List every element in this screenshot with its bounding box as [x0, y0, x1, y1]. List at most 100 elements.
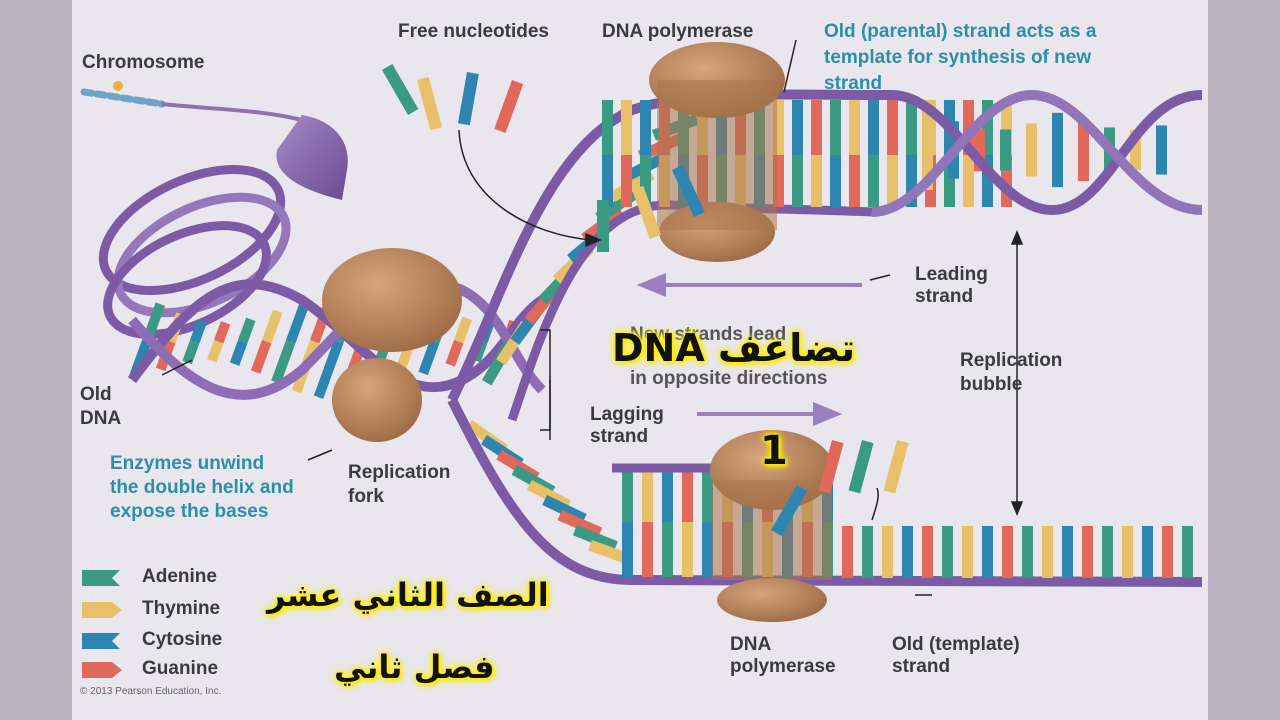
old-template-strand-label-1: Old (template)	[892, 634, 1020, 655]
free-nucleotide	[883, 440, 909, 494]
duplex-bottom	[982, 155, 993, 207]
duplex-top	[868, 100, 879, 155]
base-bottom	[229, 339, 248, 366]
overlay-term: فصل ثاني	[334, 648, 495, 686]
lagging-base	[682, 472, 693, 522]
free-nucleotide	[818, 440, 844, 494]
dna-polymerase-top-label: DNA polymerase	[602, 21, 754, 42]
dna-polymerase-bottom-label-1: DNA	[730, 634, 772, 655]
duplex-bottom	[887, 155, 898, 207]
helix-base	[974, 128, 985, 172]
chromosome-label: Chromosome	[82, 52, 205, 73]
free-nucleotide	[597, 200, 609, 252]
enzymes-label-1: Enzymes unwind	[110, 453, 265, 474]
base-top	[238, 317, 256, 344]
base-top	[262, 309, 283, 344]
exposed-base	[922, 526, 933, 578]
legend-thymine: Thymine	[142, 598, 221, 619]
old-strand-template-label-3: strand	[824, 73, 883, 94]
legend-cytosine: Cytosine	[142, 629, 223, 650]
chromosome-graphic	[80, 81, 348, 200]
duplex-top	[773, 100, 784, 155]
lagging-base	[662, 472, 673, 522]
legend-guanine: Guanine	[142, 658, 219, 679]
base-bottom	[445, 340, 464, 367]
lower-fork-bases	[465, 420, 634, 566]
replication-fork-label-1: Replication	[348, 462, 451, 483]
lagging-strand-label-1: Lagging	[590, 404, 664, 425]
legend-swatch-guanine	[82, 662, 122, 678]
dna-replication-diagram	[80, 39, 1203, 678]
exposed-base	[1042, 526, 1053, 578]
duplex-top	[906, 100, 917, 155]
overlay-number: 1	[760, 428, 788, 474]
duplex-bottom	[906, 155, 917, 207]
leading-strand-label-1: Leading	[915, 264, 988, 285]
exposed-base	[1142, 526, 1153, 578]
exposed-base	[1082, 526, 1093, 578]
free-nucleotide	[417, 76, 443, 131]
helix-base	[1052, 112, 1063, 188]
duplex-bottom	[640, 155, 651, 207]
duplex-top	[811, 100, 822, 155]
direction-arrows	[636, 273, 862, 426]
template-base	[682, 522, 693, 577]
exposed-base	[842, 526, 853, 578]
duplex-bottom	[792, 155, 803, 207]
replication-bubble-label-2: bubble	[960, 374, 1023, 395]
template-base	[642, 522, 653, 577]
duplex-top	[982, 100, 993, 155]
copyright-notice: © 2013 Pearson Education, Inc.	[80, 686, 222, 697]
exposed-base	[1102, 526, 1113, 578]
old-dna-label-2: DNA	[80, 408, 122, 429]
template-base	[702, 522, 713, 577]
duplex-bottom	[811, 155, 822, 207]
duplex-bottom	[602, 155, 613, 207]
exposed-base	[1122, 526, 1133, 578]
base-bottom	[250, 340, 272, 374]
exposed-base	[962, 526, 973, 578]
duplex-top	[849, 100, 860, 155]
duplex-bottom	[621, 155, 632, 207]
helix-base	[1026, 123, 1037, 177]
exposed-base	[882, 526, 893, 578]
pointer-lines	[161, 39, 1024, 596]
exposed-base	[942, 526, 953, 578]
exposed-base	[1182, 526, 1193, 578]
lagging-strand-label-2: strand	[590, 426, 649, 447]
new-strands-label-2: in opposite directions	[630, 368, 828, 389]
duplex-bottom	[849, 155, 860, 207]
free-nucleotide	[672, 164, 705, 218]
old-dna-label-1: Old	[80, 384, 112, 405]
helix-base	[1000, 129, 1011, 171]
lower-fork-base	[572, 524, 618, 552]
duplex-bottom	[868, 155, 879, 207]
duplex-top	[792, 100, 803, 155]
lagging-base	[702, 472, 713, 522]
duplex-top	[621, 100, 632, 155]
old-strand-template-label-2: template for synthesis of new	[824, 47, 1092, 68]
legend-adenine: Adenine	[142, 566, 217, 587]
dna-polymerase-bottom-label-2: polymerase	[730, 656, 836, 677]
exposed-base	[1002, 526, 1013, 578]
duplex-top	[887, 100, 898, 155]
exposed-base	[1062, 526, 1073, 578]
free-nucleotide	[382, 63, 419, 116]
base-top	[285, 299, 311, 344]
base-top	[189, 319, 207, 344]
free-nucleotide	[494, 79, 524, 133]
duplex-bottom	[773, 155, 784, 207]
legend-swatches	[82, 570, 122, 678]
new-strands-label-1: New strands lead	[630, 324, 787, 345]
old-template-strand-label-2: strand	[892, 656, 951, 677]
helix-base	[1078, 118, 1089, 182]
dna-polymerase-top	[649, 42, 785, 262]
duplex-top	[602, 100, 613, 155]
exposed-base	[1162, 526, 1173, 578]
legend-swatch-adenine	[82, 570, 120, 586]
exposed-base	[902, 526, 913, 578]
duplex-bottom	[944, 155, 955, 207]
overlay-grade: الصف الثاني عشر	[267, 576, 549, 614]
right-helix-backbone	[871, 89, 1203, 217]
enzymes-label-3: expose the bases	[110, 501, 269, 522]
